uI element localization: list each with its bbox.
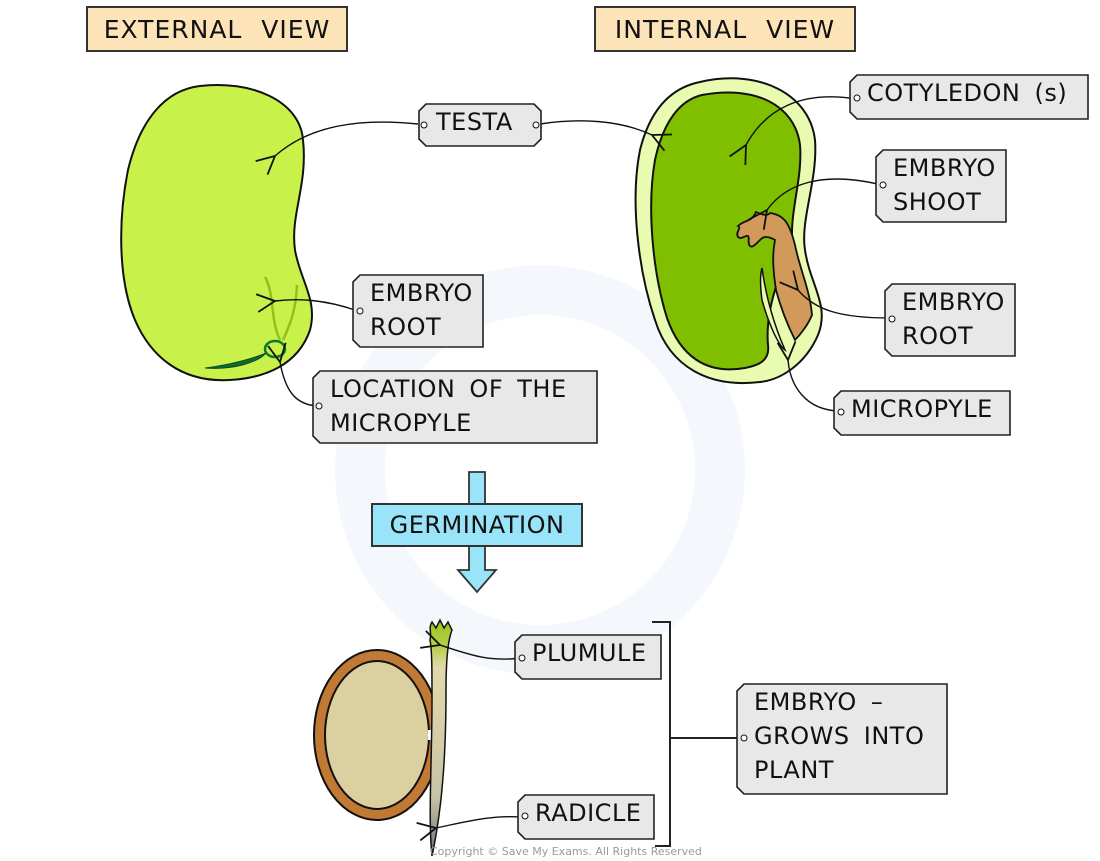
heading-external-view: EXTERNAL VIEW [86, 6, 348, 52]
embryo-bracket [652, 621, 745, 847]
external-seed [120, 84, 313, 382]
label-location-micropyle: LOCATION OF THE MICROPYLE [312, 370, 598, 444]
label-micropyle: MICROPYLE [833, 390, 1011, 436]
label-external-embryo-root: EMBRYO ROOT [352, 274, 484, 348]
food-store [324, 660, 430, 810]
label-internal-embryo-root: EMBRYO ROOT [884, 283, 1016, 357]
label-plumule: PLUMULE [514, 634, 662, 680]
heading-internal-view: INTERNAL VIEW [594, 6, 856, 52]
label-radicle: RADICLE [517, 794, 655, 840]
label-cotyledon: COTYLEDON (s) [849, 74, 1089, 120]
copyright-notice: Copyright © Save My Exams. All Rights Re… [430, 845, 702, 858]
embryo-internal [736, 210, 813, 342]
stem [429, 618, 453, 857]
label-embryo-shoot: EMBRYO SHOOT [875, 149, 1007, 223]
label-testa: TESTA [418, 103, 542, 147]
germination-label: GERMINATION [371, 503, 583, 547]
label-embryo-grows-into-plant: EMBRYO – GROWS INTO PLANT [736, 683, 948, 795]
